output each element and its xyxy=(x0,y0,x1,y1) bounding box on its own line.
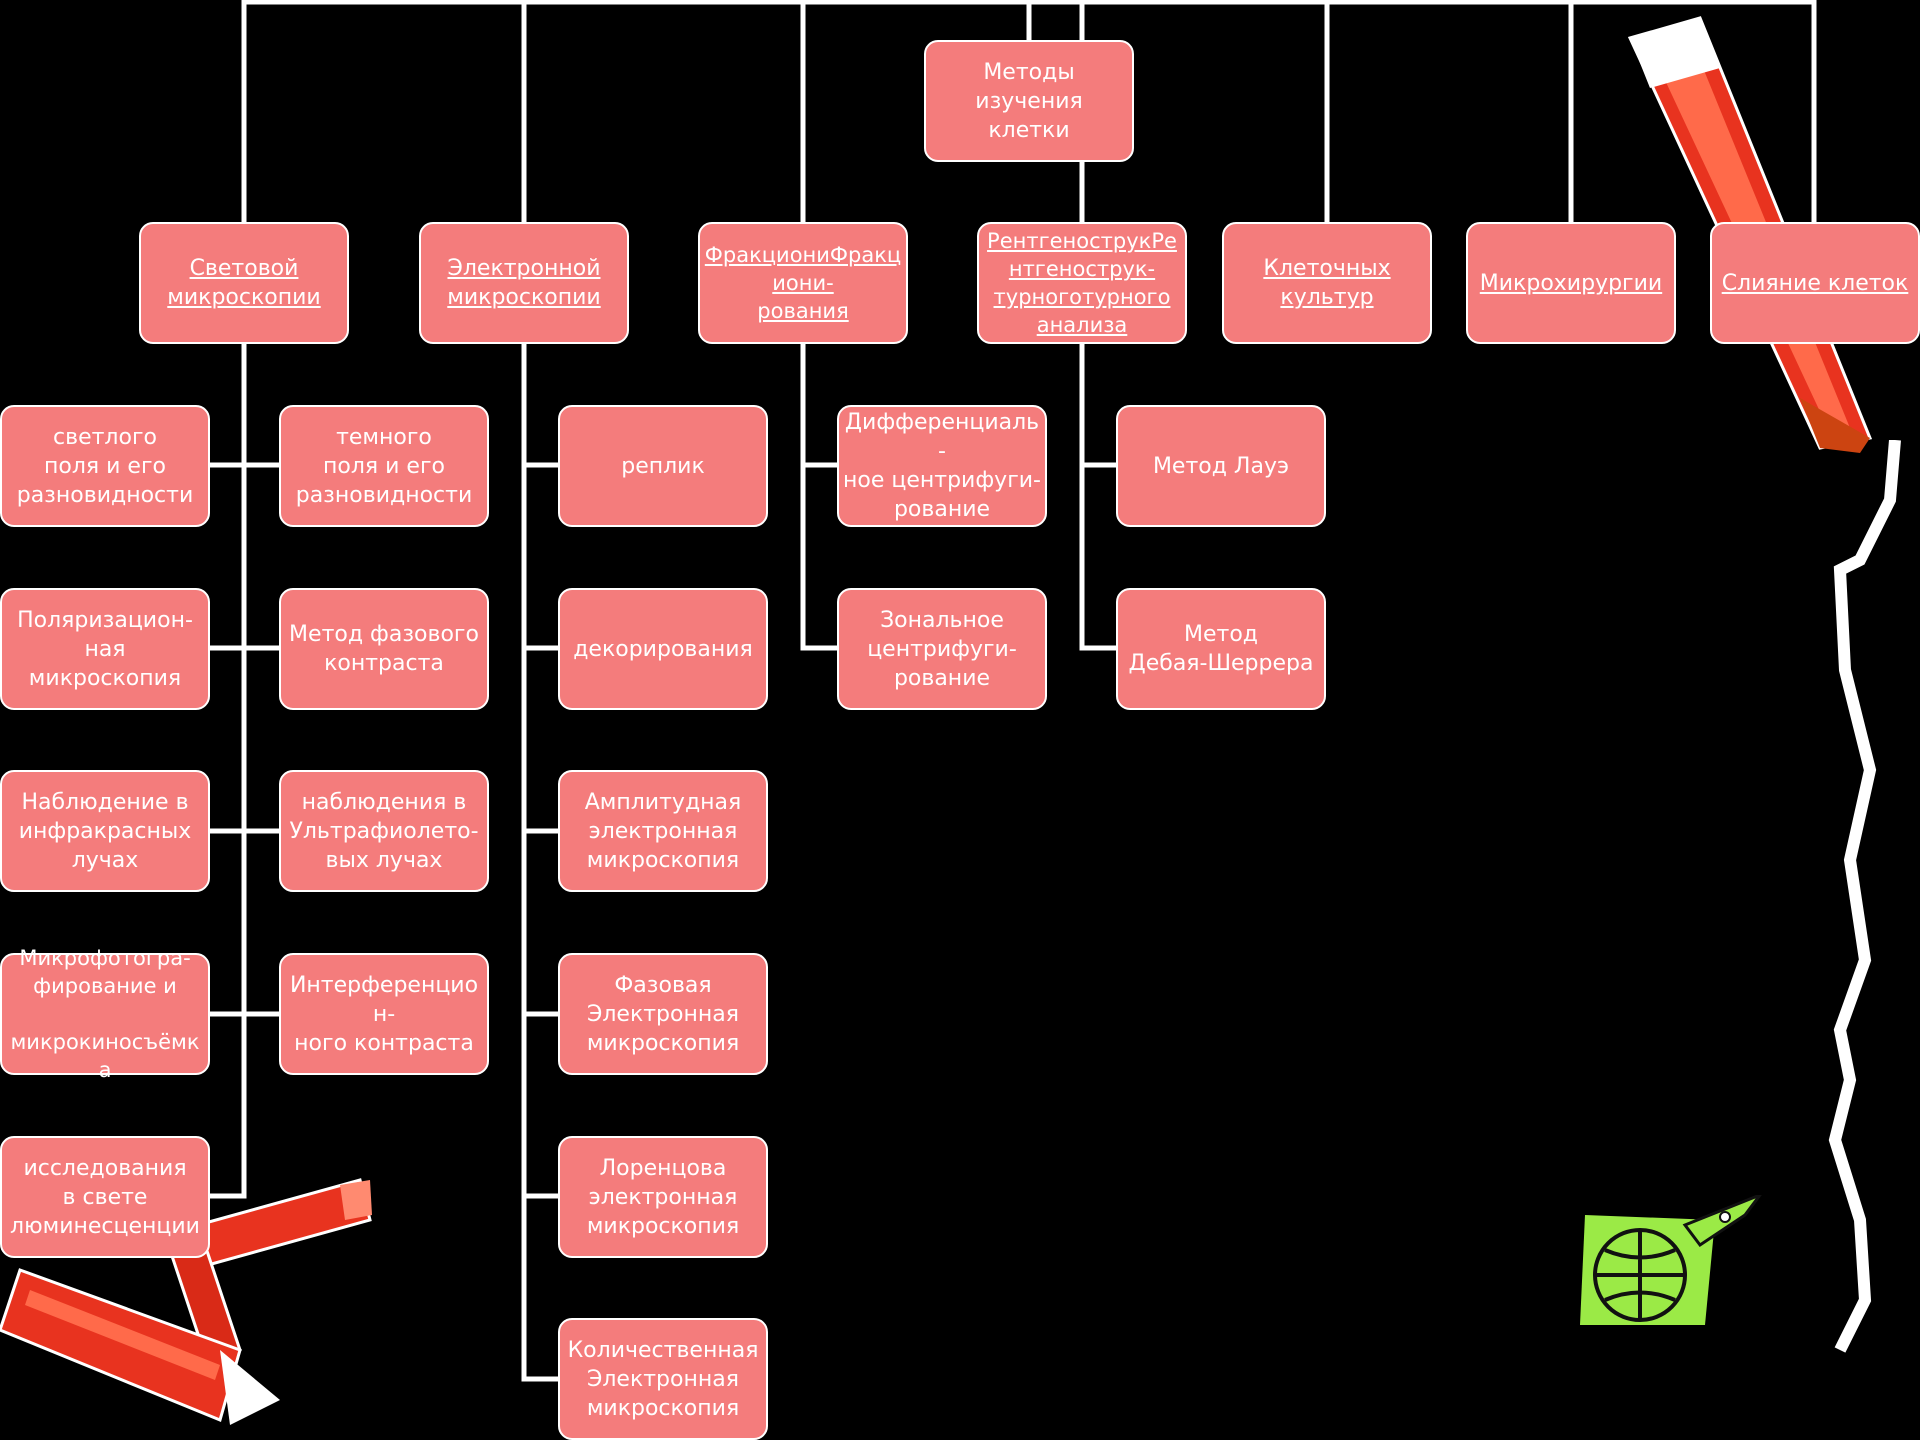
method-label: Метод Лауэ xyxy=(1152,453,1290,479)
method-label: Количественная Электронная микроскопия xyxy=(567,1337,759,1421)
method-label: исследования в свете люминесценции xyxy=(10,1155,200,1239)
method-label: Зональное центрифуги- рование xyxy=(867,607,1017,691)
category-label[interactable]: Микрохирургии xyxy=(1479,270,1663,296)
method-box: исследования в свете люминесценции xyxy=(0,1136,210,1258)
method-label: декорирования xyxy=(573,636,753,662)
crossed-crayons-icon xyxy=(0,1178,372,1425)
method-label: Лоренцова электронная микроскопия xyxy=(586,1155,740,1239)
category-label[interactable]: Клеточных культур xyxy=(1263,256,1391,310)
category-xray-analysis[interactable]: РентгенострукРе нтгенострук- турноготурн… xyxy=(977,222,1187,344)
category-cell-cultures[interactable]: Клеточных культур xyxy=(1222,222,1432,344)
method-label: наблюдения в Ультрафиолето- вых лучах xyxy=(289,789,479,873)
category-fractionation[interactable]: ФракциониФракц иони- рования xyxy=(698,222,908,344)
method-label: Метод фазового контраста xyxy=(289,622,479,676)
method-label: темного поля и его разновидности xyxy=(295,424,473,508)
method-box: Дифференциаль - ное центрифуги- рование xyxy=(837,405,1047,527)
method-box: Поляризацион- ная микроскопия xyxy=(0,588,210,710)
method-box: Амплитудная электронная микроскопия xyxy=(558,770,768,892)
globe-rocket-icon xyxy=(1580,1195,1762,1325)
root-label: Методы изучения клетки xyxy=(975,59,1083,143)
category-microsurgery[interactable]: Микрохирургии xyxy=(1466,222,1676,344)
method-label: Амплитудная электронная микроскопия xyxy=(584,789,742,873)
method-box: Зональное центрифуги- рование xyxy=(837,588,1047,710)
method-label: Поляризацион- ная микроскопия xyxy=(17,607,193,691)
method-label: Микрофотогра- фирование и микрокиносъёмк… xyxy=(10,946,200,1082)
method-label: реплик xyxy=(621,453,705,479)
category-label[interactable]: Слияние клеток xyxy=(1721,270,1909,296)
method-label: Наблюдение в инфракрасных лучах xyxy=(18,789,192,873)
category-electron-microscopy[interactable]: Электронной микроскопии xyxy=(419,222,629,344)
method-box: Метод Лауэ xyxy=(1116,405,1326,527)
method-box: Наблюдение в инфракрасных лучах xyxy=(0,770,210,892)
category-label[interactable]: ФракциониФракц иони- рования xyxy=(704,243,902,323)
category-cell-fusion[interactable]: Слияние клеток xyxy=(1710,222,1920,344)
method-box: Лоренцова электронная микроскопия xyxy=(558,1136,768,1258)
method-box: светлого поля и его разновидности xyxy=(0,405,210,527)
method-box: темного поля и его разновидности xyxy=(279,405,489,527)
method-box: Метод фазового контраста xyxy=(279,588,489,710)
method-box: Метод Дебая-Шеррера xyxy=(1116,588,1326,710)
method-box: Интерференцио н- ного контраста xyxy=(279,953,489,1075)
category-label[interactable]: Световой микроскопии xyxy=(167,256,321,310)
category-label[interactable]: Электронной микроскопии xyxy=(447,256,601,310)
method-box: Фазовая Электронная микроскопия xyxy=(558,953,768,1075)
method-label: Фазовая Электронная микроскопия xyxy=(586,972,740,1056)
category-light-microscopy[interactable]: Световой микроскопии xyxy=(139,222,349,344)
torn-paper-edge xyxy=(1828,440,1901,1353)
root-box: Методы изучения клетки xyxy=(924,40,1134,162)
method-label: светлого поля и его разновидности xyxy=(16,424,194,508)
method-label: Интерференцио н- ного контраста xyxy=(289,972,479,1056)
method-box: Количественная Электронная микроскопия xyxy=(558,1318,768,1440)
method-box: декорирования xyxy=(558,588,768,710)
method-box: наблюдения в Ультрафиолето- вых лучах xyxy=(279,770,489,892)
method-box: Микрофотогра- фирование и микрокиносъёмк… xyxy=(0,946,210,1082)
method-label: Метод Дебая-Шеррера xyxy=(1128,622,1314,676)
method-box: реплик xyxy=(558,405,768,527)
category-label[interactable]: РентгенострукРе нтгенострук- турноготурн… xyxy=(987,229,1177,337)
method-label: Дифференциаль - ное центрифуги- рование xyxy=(843,410,1041,522)
